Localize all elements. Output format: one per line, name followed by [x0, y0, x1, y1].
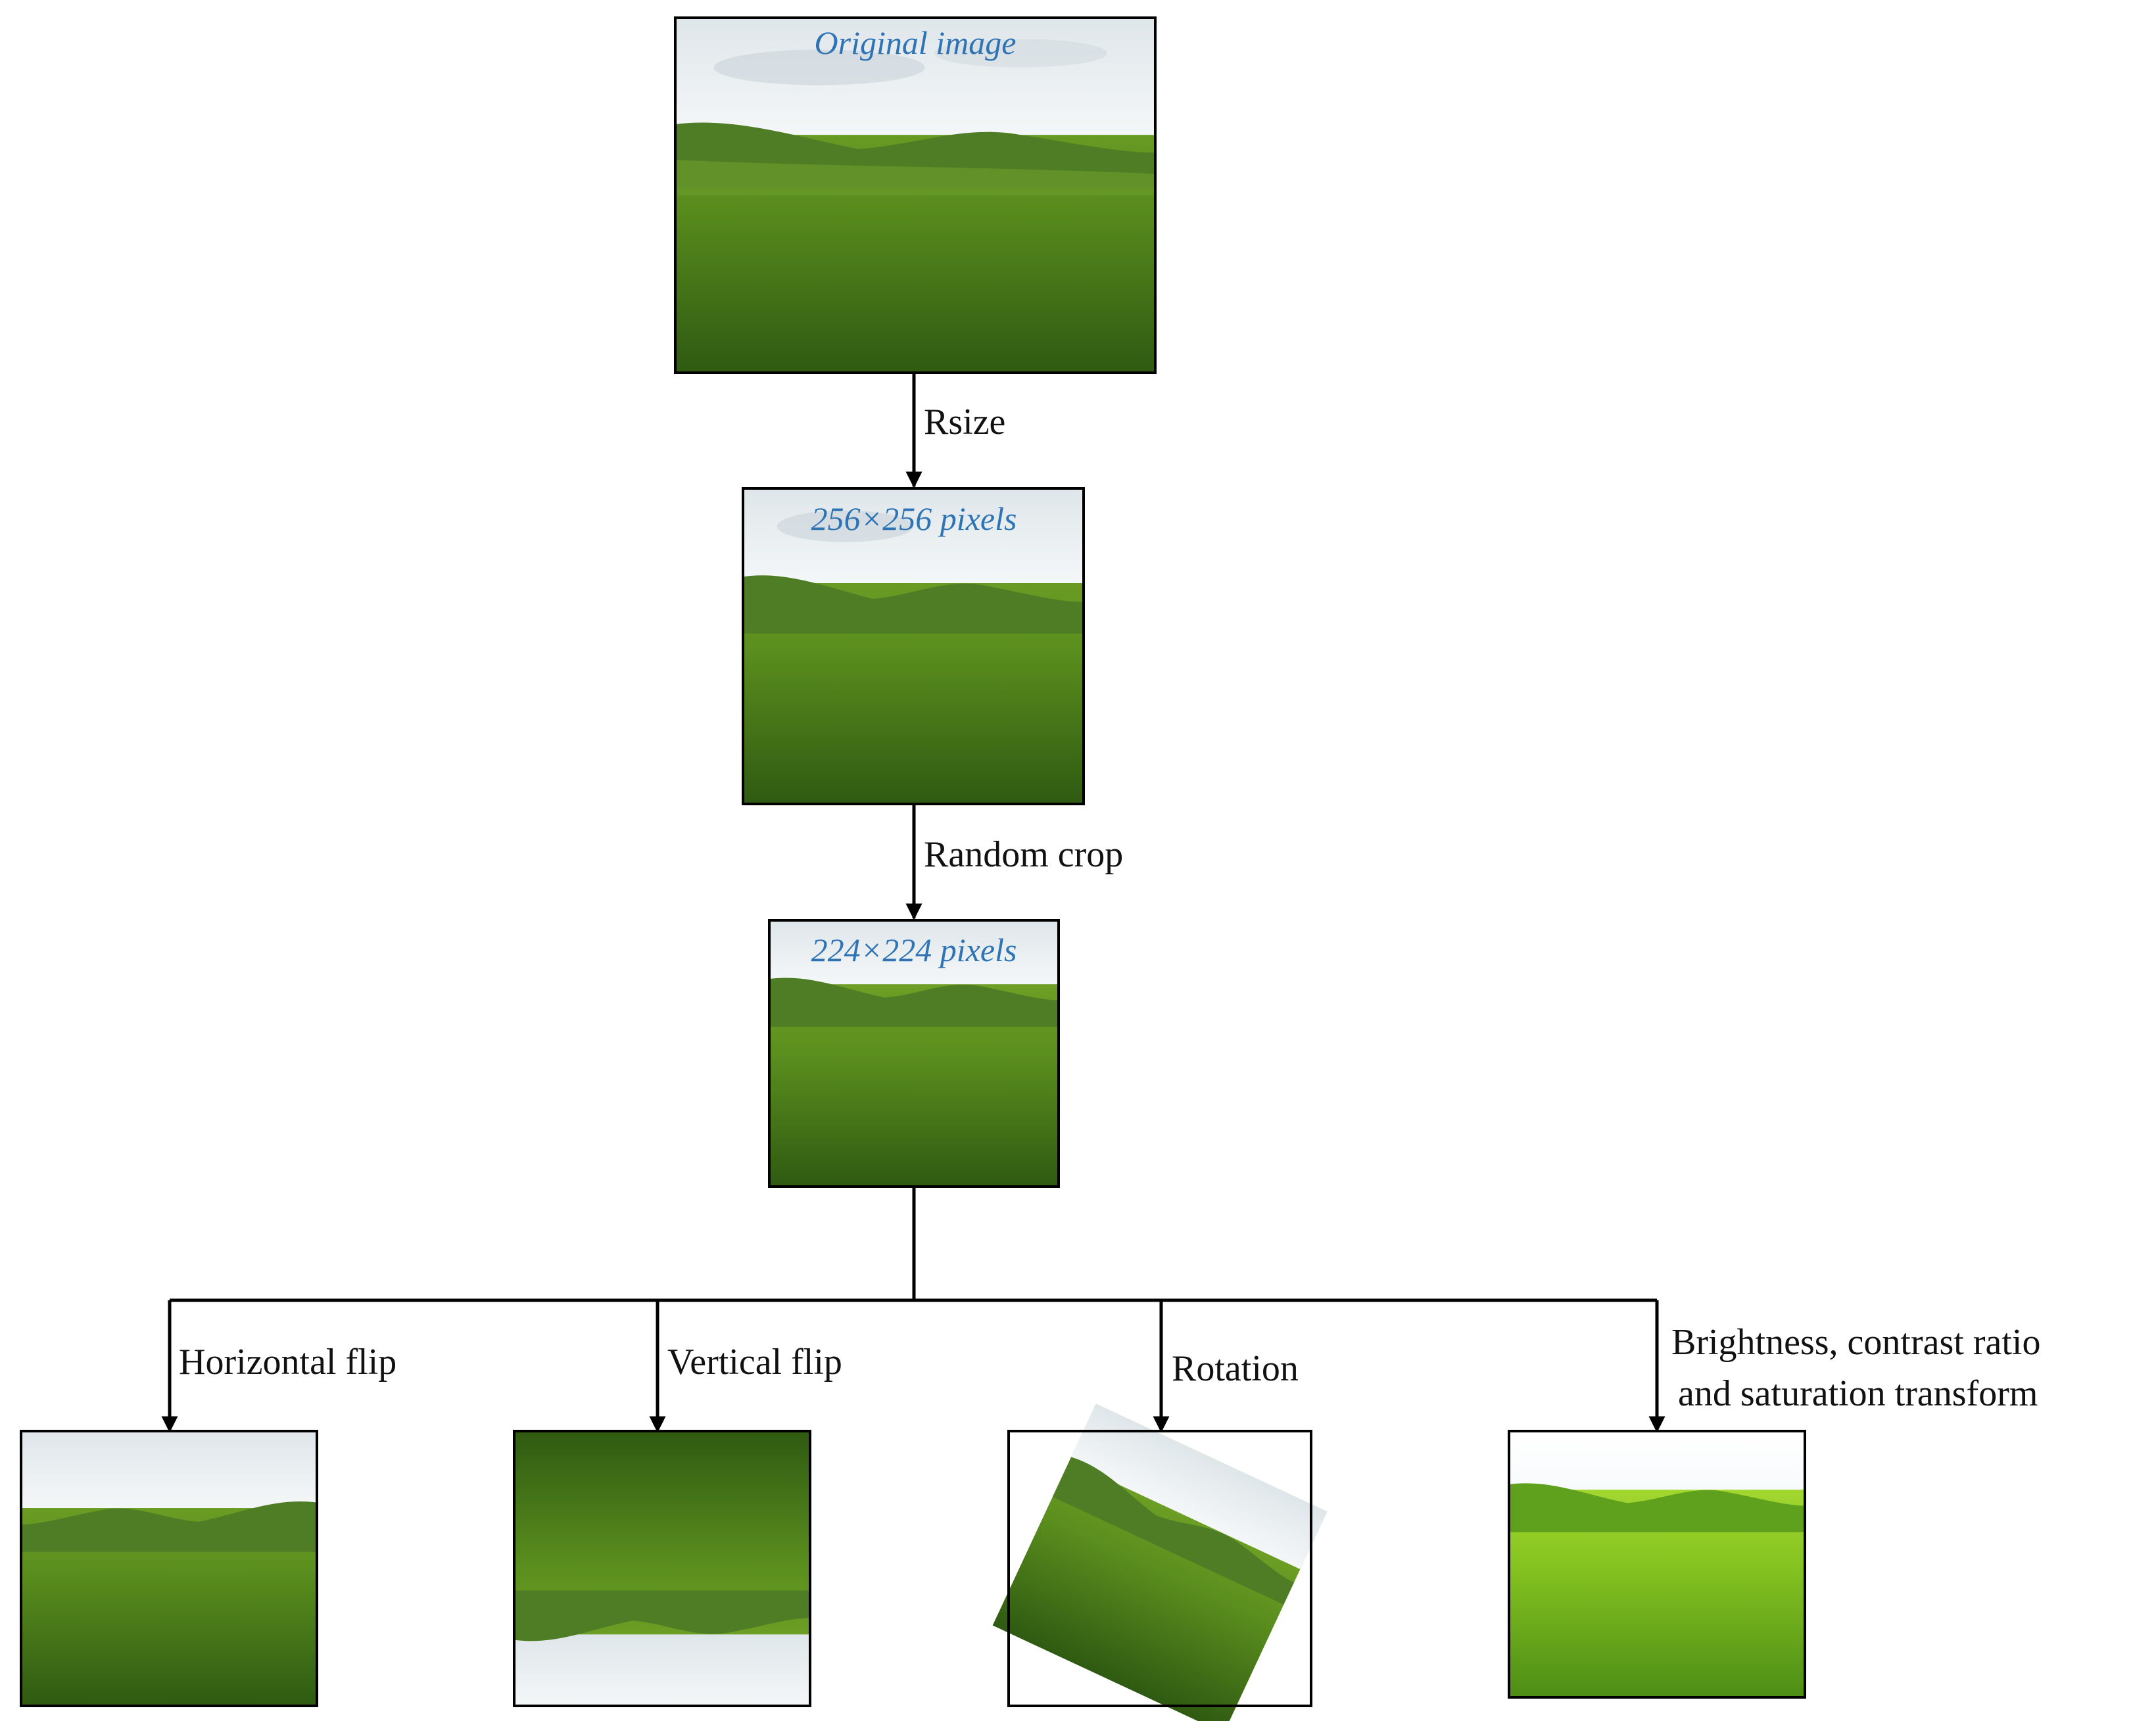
rotation-label: Rotation — [1172, 1348, 1299, 1389]
color-jitter-image — [1508, 1430, 1806, 1699]
resized-image-caption: 256×256 pixels — [811, 500, 1017, 537]
original-image-caption: Original image — [815, 24, 1017, 61]
branch-connector — [170, 1187, 1657, 1302]
resize-step-label: Rsize — [924, 402, 1005, 442]
rotation-image — [992, 1403, 1328, 1721]
horizontal-flip-image — [20, 1430, 318, 1707]
horizontal-flip-label: Horizontal flip — [179, 1342, 396, 1382]
color-transform-label-line1: Brightness, contrast ratio — [1671, 1322, 2040, 1363]
cropped-image-caption: 224×224 pixels — [811, 931, 1017, 968]
vertical-flip-label: Vertical flip — [667, 1342, 842, 1382]
color-transform-label-line2: and saturation transform — [1678, 1373, 2038, 1414]
resized-image: 256×256 pixels — [742, 487, 1085, 805]
original-image: Original image — [674, 16, 1157, 374]
random-crop-step-label: Random crop — [924, 834, 1123, 875]
vertical-flip-image — [513, 1430, 811, 1707]
cropped-image: 224×224 pixels — [768, 919, 1060, 1188]
